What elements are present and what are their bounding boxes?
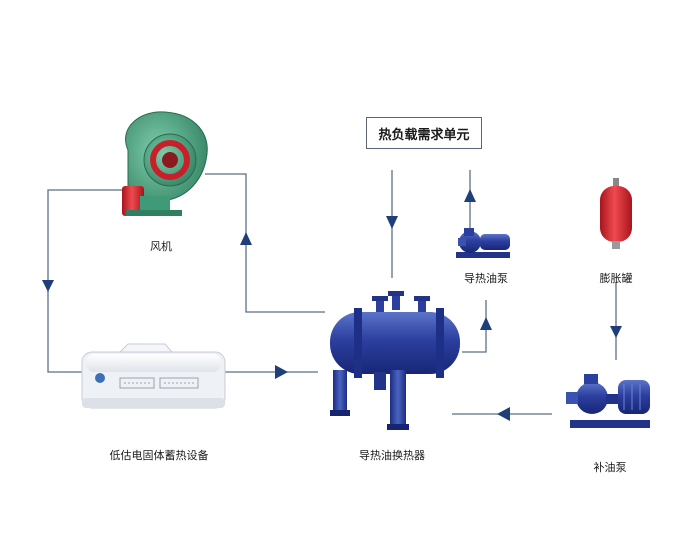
makeup-pump-icon	[566, 374, 650, 428]
arrow-down-left-loop	[42, 280, 54, 292]
storage-device-label: 低估电固体蓄热设备	[109, 449, 209, 462]
line-fan-to-storage	[47, 189, 123, 373]
fan-icon	[122, 111, 208, 216]
arrow-down-from-load	[386, 216, 398, 229]
heat-exchanger-label: 导热油换热器	[359, 449, 425, 462]
oil-pump-icon	[456, 228, 510, 258]
expansion-tank-label: 膨胀罐	[599, 272, 633, 285]
fan-label: 风机	[150, 240, 172, 253]
line-exchanger-to-fan	[205, 173, 325, 313]
arrow-right-to-exchanger	[275, 365, 288, 379]
arrow-down-to-makeup-pump	[610, 326, 622, 338]
arrow-left-to-exchanger	[497, 407, 510, 421]
storage-device-icon	[81, 343, 226, 409]
heat-load-unit-title: 热负载需求单元	[378, 127, 470, 143]
arrow-up-to-fan	[240, 232, 252, 245]
oil-pump-label: 导热油泵	[464, 272, 508, 285]
flow-arrows	[42, 189, 622, 421]
arrow-up-to-load	[464, 189, 476, 202]
heat-exchanger-icon	[330, 291, 460, 430]
makeup-pump-label: 补油泵	[593, 461, 627, 474]
expansion-tank-icon	[600, 178, 632, 249]
heat-load-unit-box: 热负载需求单元	[366, 117, 482, 149]
arrow-up-to-oil-pump	[480, 317, 492, 330]
